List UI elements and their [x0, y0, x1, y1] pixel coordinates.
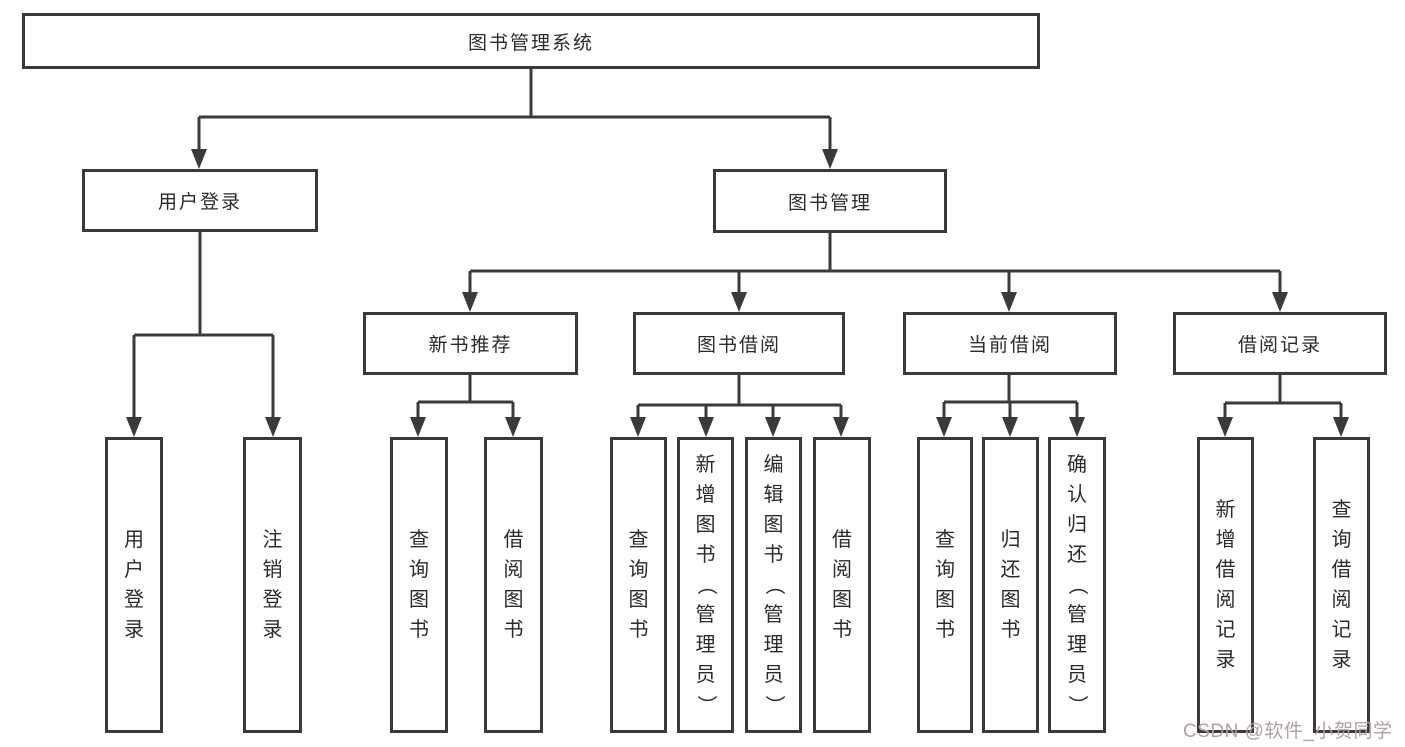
node-new-book-rec: 新书推荐: [363, 312, 578, 375]
node-br-query: 查询借阅记录: [1313, 437, 1370, 733]
node-logout-leaf: 注销登录: [243, 437, 302, 733]
node-login-leaf: 用户登录: [105, 437, 163, 733]
node-cb-query-label: 查询图书: [935, 529, 955, 641]
node-bb-add: 新增图书（管理员）: [677, 437, 734, 733]
node-current-borrow-label: 当前借阅: [967, 335, 1052, 356]
node-cb-return-label: 归还图书: [1000, 529, 1021, 641]
node-bb-borrow: 借阅图书: [813, 437, 871, 733]
node-bb-query-label: 查询图书: [628, 529, 649, 641]
node-cb-confirm: 确认归还（管理员）: [1048, 437, 1106, 733]
node-br-query-label: 查询借阅记录: [1331, 499, 1352, 671]
node-cb-return: 归还图书: [982, 437, 1039, 733]
node-new-book-rec-label: 新书推荐: [428, 335, 513, 356]
node-book-mgmt: 图书管理: [713, 169, 947, 233]
node-user-login: 用户登录: [82, 169, 318, 232]
node-br-add-label: 新增借阅记录: [1215, 499, 1236, 671]
node-book-borrow-label: 图书借阅: [696, 335, 781, 356]
node-book-mgmt-label: 图书管理: [787, 192, 872, 214]
node-root: 图书管理系统: [22, 13, 1040, 69]
node-user-login-label: 用户登录: [157, 192, 242, 213]
node-bb-edit: 编辑图书（管理员）: [745, 437, 802, 733]
node-borrow-record-label: 借阅记录: [1237, 335, 1322, 356]
node-br-add: 新增借阅记录: [1197, 437, 1254, 733]
node-login-leaf-label: 用户登录: [124, 529, 144, 641]
node-bb-add-label: 新增图书（管理员）: [694, 454, 717, 715]
node-root-label: 图书管理系统: [467, 32, 594, 54]
node-book-borrow: 图书借阅: [633, 312, 845, 375]
node-logout-leaf-label: 注销登录: [262, 529, 283, 641]
node-nb-borrow-label: 借阅图书: [503, 529, 524, 641]
node-cb-confirm-label: 确认归还（管理员）: [1066, 454, 1088, 715]
node-bb-edit-label: 编辑图书（管理员）: [762, 454, 785, 715]
node-current-borrow: 当前借阅: [903, 312, 1117, 375]
node-bb-borrow-label: 借阅图书: [832, 529, 852, 641]
node-nb-query: 查询图书: [390, 437, 448, 733]
node-borrow-record: 借阅记录: [1173, 312, 1387, 375]
watermark: CSDN @软件_小贺同学: [1183, 721, 1393, 742]
node-nb-borrow: 借阅图书: [484, 437, 543, 733]
node-bb-query: 查询图书: [610, 437, 667, 733]
node-nb-query-label: 查询图书: [409, 529, 429, 641]
node-cb-query: 查询图书: [917, 437, 973, 733]
